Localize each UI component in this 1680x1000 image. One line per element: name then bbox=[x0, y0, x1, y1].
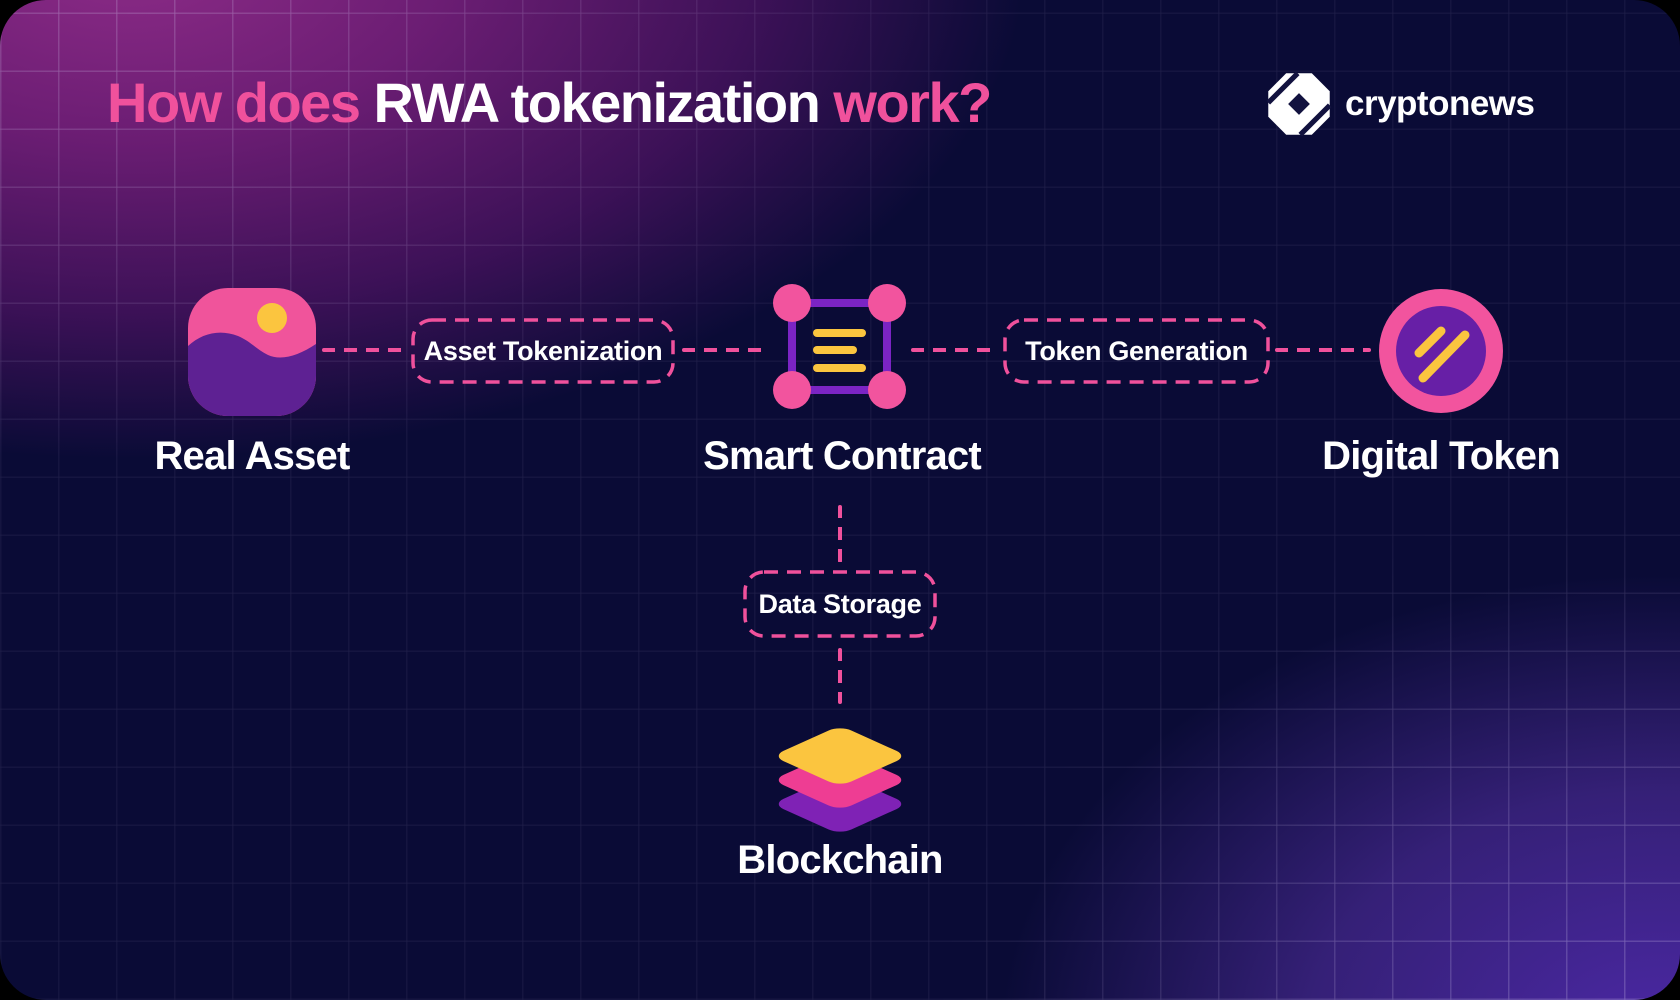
title-suffix: work? bbox=[833, 71, 992, 134]
connector-line-contract-to-generation bbox=[911, 348, 998, 352]
token-generation-label: Token Generation bbox=[1025, 335, 1248, 366]
smart-contract-icon bbox=[773, 284, 906, 409]
cryptonews-logo-icon bbox=[1266, 72, 1332, 136]
smart-contract-label: Smart Contract bbox=[703, 434, 982, 478]
real-asset-label: Real Asset bbox=[154, 434, 350, 478]
connector-line-storage-to-blockchain bbox=[838, 648, 842, 704]
connector-line-contract-to-storage bbox=[838, 505, 842, 563]
data-storage-pill-border bbox=[743, 570, 937, 638]
digital-token-label: Digital Token bbox=[1322, 434, 1561, 478]
connector-line-real-asset-to-tokenization bbox=[322, 348, 406, 352]
connector-line-generation-to-token bbox=[1275, 348, 1371, 352]
asset-tokenization-pill-border bbox=[411, 318, 675, 384]
digital-token-icon bbox=[1379, 289, 1503, 413]
title-prefix: How does bbox=[107, 71, 374, 134]
page-title: How does RWA tokenization work? bbox=[107, 70, 992, 135]
data-storage-pill: Data Storage bbox=[743, 570, 937, 638]
token-generation-pill: Token Generation bbox=[1003, 318, 1270, 384]
blockchain-icon bbox=[778, 728, 902, 832]
connector-line-tokenization-to-contract bbox=[682, 348, 768, 352]
blockchain-label: Blockchain bbox=[737, 838, 943, 882]
asset-tokenization-label: Asset Tokenization bbox=[423, 335, 663, 366]
title-highlight: RWA tokenization bbox=[373, 71, 834, 134]
logo-brand-text: cryptonews bbox=[1345, 84, 1535, 123]
token-generation-pill-border bbox=[1003, 318, 1270, 384]
real-asset-icon bbox=[188, 288, 316, 416]
asset-tokenization-pill: Asset Tokenization bbox=[411, 318, 675, 384]
data-storage-label: Data Storage bbox=[758, 588, 922, 619]
cryptonews-logo: cryptonews bbox=[1266, 72, 1535, 136]
